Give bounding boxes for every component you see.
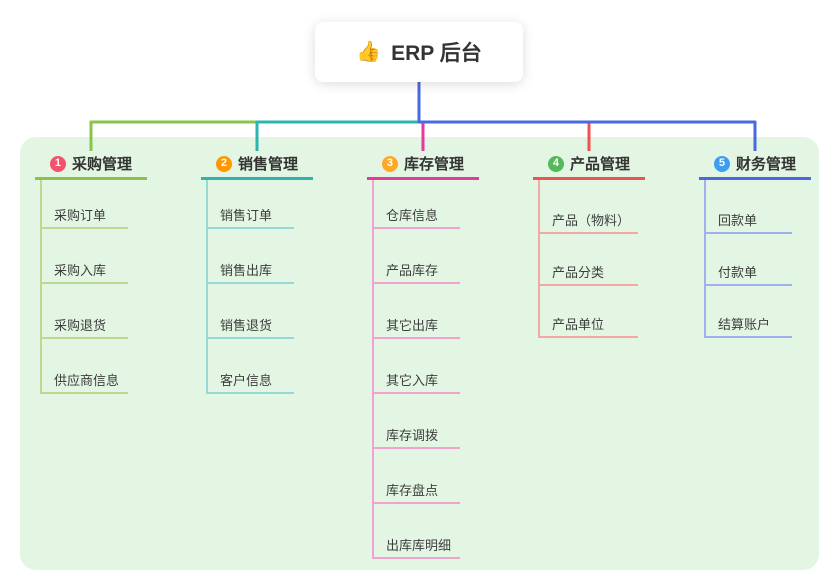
subtopic-item[interactable]: 产品单位 — [538, 312, 638, 338]
subtopic-item[interactable]: 结算账户 — [704, 312, 792, 338]
subtopic-item[interactable]: 库存盘点 — [372, 478, 460, 504]
topic-sales-label: 销售管理 — [237, 156, 298, 173]
topic-finance[interactable]: 5 财务管理 — [699, 150, 811, 180]
topic-product[interactable]: 4 产品管理 — [533, 150, 645, 180]
topic-sales-badge: 2 — [215, 155, 232, 172]
subtopic-item[interactable]: 出库库明细 — [372, 533, 460, 559]
branch-spine — [372, 177, 374, 559]
topic-procurement-badge: 1 — [49, 155, 66, 172]
subtopic-item[interactable]: 销售退货 — [206, 313, 294, 339]
topic-product-label: 产品管理 — [569, 156, 630, 173]
topic-procurement-label: 采购管理 — [71, 156, 132, 173]
branches-panel — [20, 137, 819, 570]
root-node[interactable]: 👍 ERP 后台 — [315, 22, 523, 82]
branch-spine — [704, 177, 706, 338]
subtopic-item[interactable]: 供应商信息 — [40, 368, 128, 394]
subtopic-item[interactable]: 销售订单 — [206, 203, 294, 229]
root-label: ERP 后台 — [391, 42, 482, 65]
topic-procurement[interactable]: 1 采购管理 — [35, 150, 147, 180]
subtopic-item[interactable]: 回款单 — [704, 208, 792, 234]
topic-inventory-label: 库存管理 — [403, 156, 464, 173]
branch-spine — [538, 177, 540, 338]
subtopic-item[interactable]: 付款单 — [704, 260, 792, 286]
topic-finance-badge: 5 — [713, 155, 730, 172]
topic-product-badge: 4 — [547, 155, 564, 172]
subtopic-item[interactable]: 仓库信息 — [372, 203, 460, 229]
subtopic-item[interactable]: 客户信息 — [206, 368, 294, 394]
subtopic-item[interactable]: 销售出库 — [206, 258, 294, 284]
topic-inventory-badge: 3 — [381, 155, 398, 172]
subtopic-item[interactable]: 其它出库 — [372, 313, 460, 339]
topic-finance-label: 财务管理 — [735, 156, 796, 173]
subtopic-item[interactable]: 采购订单 — [40, 203, 128, 229]
topic-sales[interactable]: 2 销售管理 — [201, 150, 313, 180]
thumbs-up-icon: 👍 — [356, 41, 382, 63]
topic-inventory[interactable]: 3 库存管理 — [367, 150, 479, 180]
branch-spine — [206, 177, 208, 394]
subtopic-item[interactable]: 库存调拨 — [372, 423, 460, 449]
subtopic-item[interactable]: 产品库存 — [372, 258, 460, 284]
branch-spine — [40, 177, 42, 394]
subtopic-item[interactable]: 产品（物料） — [538, 208, 638, 234]
subtopic-item[interactable]: 产品分类 — [538, 260, 638, 286]
subtopic-item[interactable]: 采购退货 — [40, 313, 128, 339]
subtopic-item[interactable]: 其它入库 — [372, 368, 460, 394]
subtopic-item[interactable]: 采购入库 — [40, 258, 128, 284]
